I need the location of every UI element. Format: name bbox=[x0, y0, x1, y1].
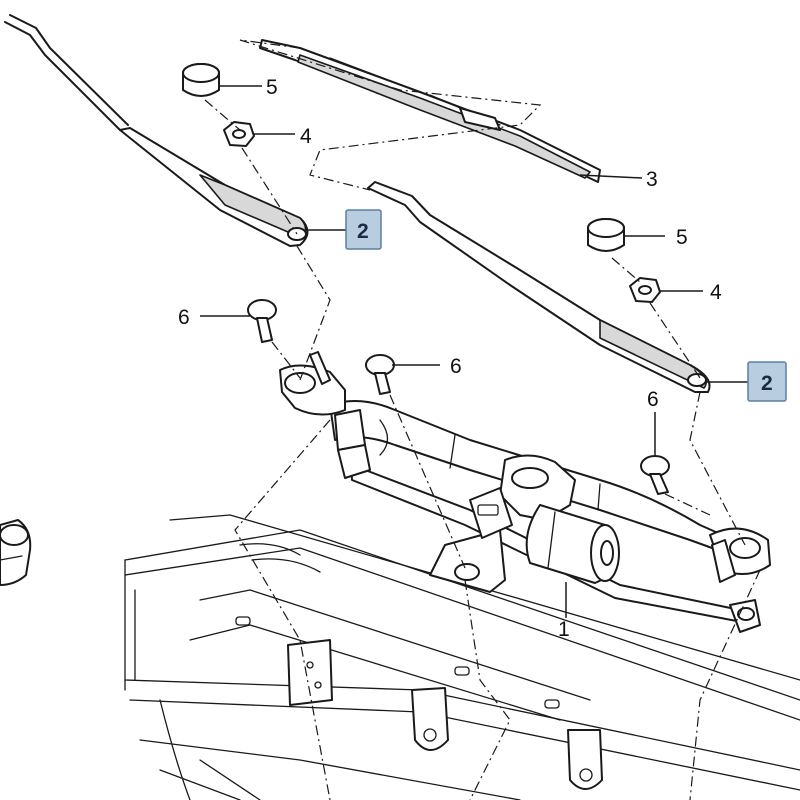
partial-connector bbox=[0, 519, 32, 586]
assembly-lines bbox=[204, 39, 761, 800]
callout-motor-linkage: 1 bbox=[558, 618, 570, 641]
callout-screw-left: 6 bbox=[178, 306, 190, 329]
callout-arm-left: 2 bbox=[357, 220, 369, 243]
callout-blade: 3 bbox=[646, 168, 658, 191]
callout-nut-right: 4 bbox=[710, 281, 722, 304]
screw-center bbox=[365, 354, 395, 395]
wiper-arm-right bbox=[367, 181, 711, 393]
callout-arm-right-box: 2 bbox=[747, 361, 787, 402]
callout-arm-right: 2 bbox=[761, 372, 773, 395]
cap-left bbox=[182, 63, 220, 97]
wiper-blade bbox=[259, 39, 601, 183]
callout-labels: 5 4 3 5 4 6 6 6 1 2 2 bbox=[178, 76, 787, 641]
callout-cap-left: 5 bbox=[266, 76, 278, 99]
nut-right bbox=[629, 277, 661, 303]
leader-lines bbox=[200, 85, 748, 456]
callout-nut-left: 4 bbox=[300, 125, 312, 148]
cowl-panel bbox=[124, 514, 800, 800]
callout-screw-center: 6 bbox=[450, 355, 462, 378]
cap-right bbox=[587, 218, 625, 252]
callout-cap-right: 5 bbox=[676, 226, 688, 249]
nut-left bbox=[223, 121, 255, 147]
callout-arm-left-box: 2 bbox=[345, 209, 382, 250]
screw-right bbox=[640, 455, 670, 495]
screw-left bbox=[247, 299, 277, 343]
wiper-arm-left bbox=[4, 14, 309, 247]
callout-screw-right: 6 bbox=[647, 388, 659, 411]
wiper-motor-linkage bbox=[279, 351, 771, 633]
